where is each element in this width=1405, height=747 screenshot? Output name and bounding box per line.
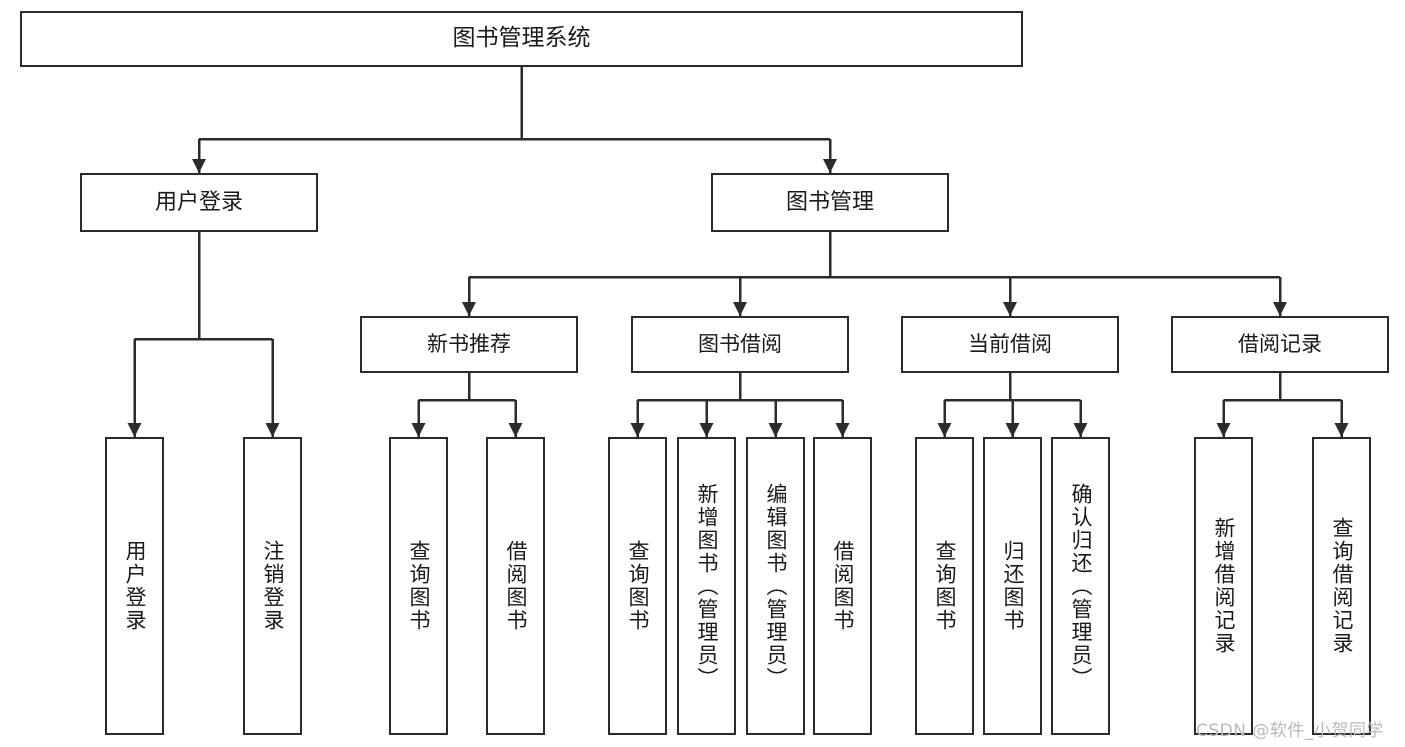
- node-label: 注销登录: [261, 540, 285, 632]
- node-leaf-return-book[interactable]: 归还图书: [983, 437, 1042, 735]
- node-book-borrow[interactable]: 图书借阅: [631, 316, 849, 373]
- node-leaf-add-record[interactable]: 新增借阅记录: [1194, 437, 1253, 735]
- node-label: 图书管理: [785, 189, 874, 215]
- node-borrow-record[interactable]: 借阅记录: [1171, 316, 1389, 373]
- node-label: 图书借阅: [698, 332, 782, 357]
- node-label: 新增借阅记录: [1212, 517, 1236, 655]
- node-label: 新书推荐: [427, 332, 511, 357]
- node-leaf-confirm-return[interactable]: 确认归还（管理员）: [1051, 437, 1110, 735]
- node-leaf-logout[interactable]: 注销登录: [243, 437, 302, 735]
- node-new-book-rec[interactable]: 新书推荐: [360, 316, 578, 373]
- node-label: 借阅图书: [504, 540, 528, 632]
- node-leaf-query-record[interactable]: 查询借阅记录: [1312, 437, 1371, 735]
- node-leaf-borrow-book-2[interactable]: 借阅图书: [813, 437, 872, 735]
- node-label: 图书管理系统: [452, 25, 591, 52]
- node-label: 查询图书: [933, 540, 957, 632]
- node-leaf-query-book-1[interactable]: 查询图书: [389, 437, 448, 735]
- node-label: 编辑图书（管理员）: [764, 482, 788, 690]
- node-label: 借阅记录: [1238, 332, 1322, 357]
- node-label: 确认归还（管理员）: [1069, 482, 1093, 690]
- node-label: 新增图书（管理员）: [695, 482, 719, 690]
- node-leaf-add-book[interactable]: 新增图书（管理员）: [677, 437, 736, 735]
- node-label: 用户登录: [123, 540, 147, 632]
- node-leaf-query-book-3[interactable]: 查询图书: [915, 437, 974, 735]
- node-label: 查询图书: [407, 540, 431, 632]
- node-current-borrow[interactable]: 当前借阅: [901, 316, 1119, 373]
- node-label: 查询借阅记录: [1330, 517, 1354, 655]
- node-label: 借阅图书: [831, 540, 855, 632]
- node-label: 查询图书: [626, 540, 650, 632]
- node-leaf-edit-book[interactable]: 编辑图书（管理员）: [746, 437, 805, 735]
- node-leaf-user-login[interactable]: 用户登录: [105, 437, 164, 735]
- node-label: 用户登录: [154, 189, 243, 215]
- node-label: 当前借阅: [968, 332, 1052, 357]
- node-leaf-query-book-2[interactable]: 查询图书: [608, 437, 667, 735]
- node-label: 归还图书: [1001, 540, 1025, 632]
- node-root[interactable]: 图书管理系统: [20, 11, 1023, 67]
- node-leaf-borrow-book-1[interactable]: 借阅图书: [486, 437, 545, 735]
- node-book-manage[interactable]: 图书管理: [711, 173, 949, 232]
- node-user-login[interactable]: 用户登录: [80, 173, 318, 232]
- watermark: CSDN @软件_小贺同学: [1196, 721, 1384, 741]
